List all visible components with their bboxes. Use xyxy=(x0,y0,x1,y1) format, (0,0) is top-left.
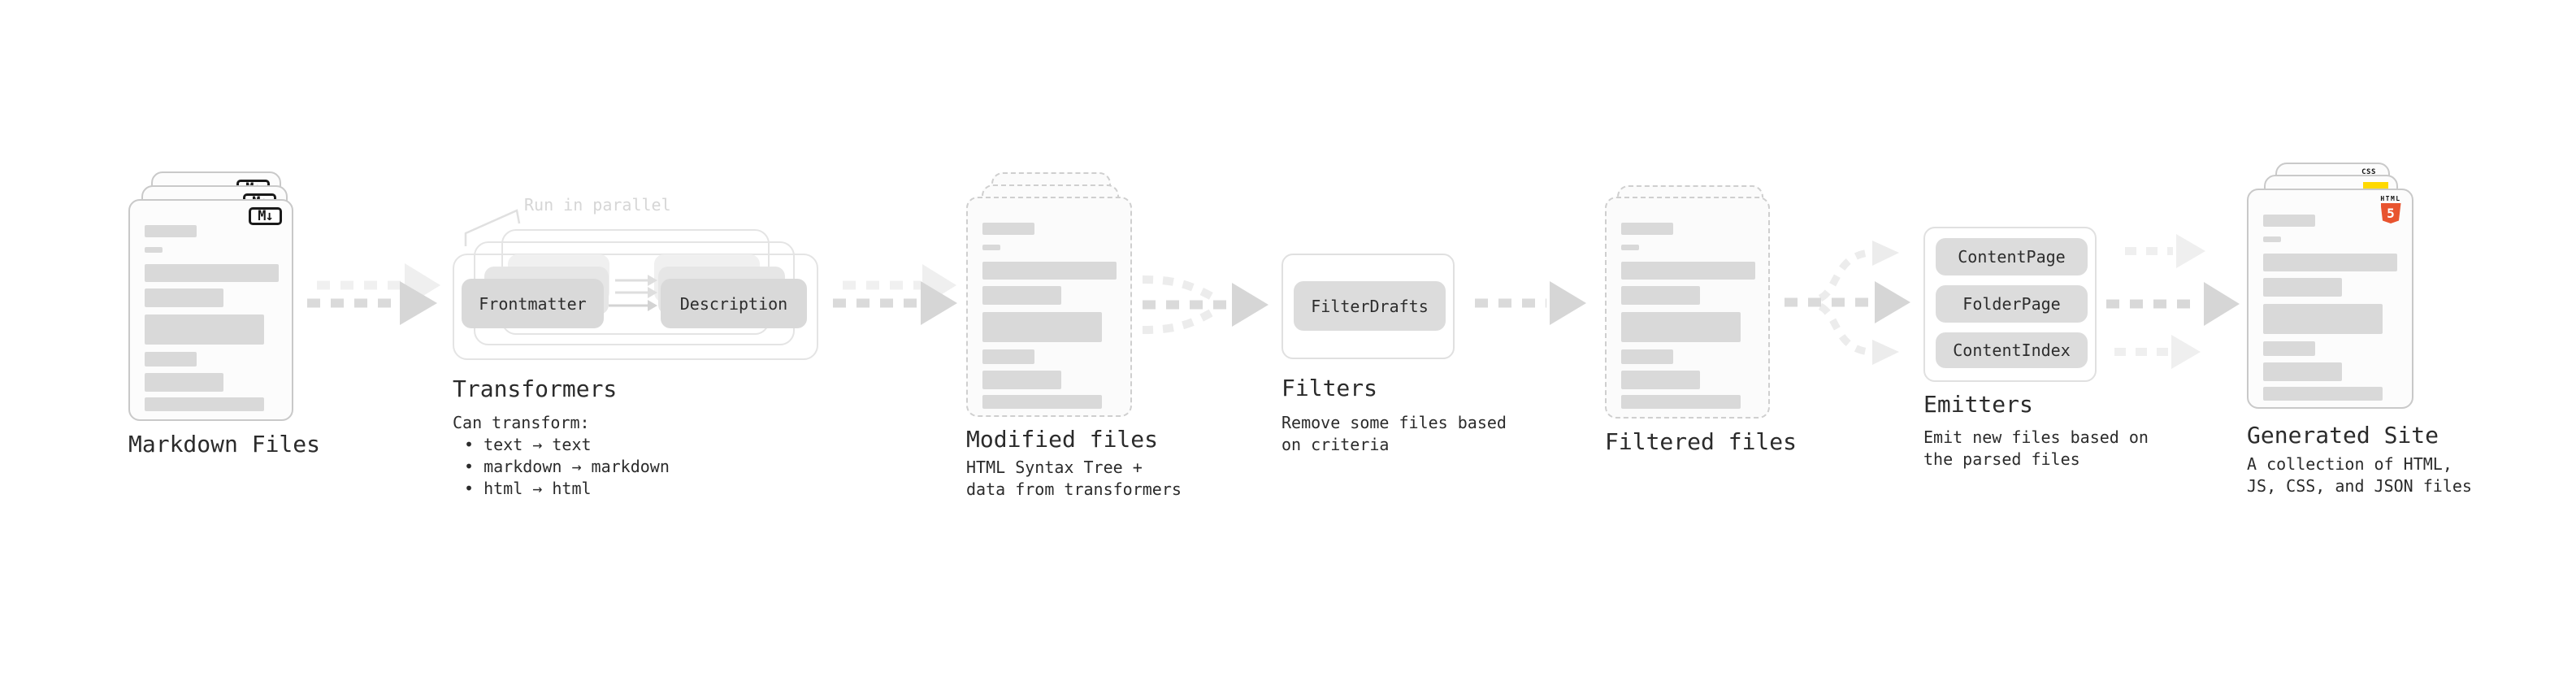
emitters-panel: ContentPage FolderPage ContentIndex xyxy=(1923,227,2097,382)
markdown-icon: M↓ xyxy=(249,207,282,225)
content-placeholder-bar xyxy=(145,314,264,345)
content-placeholder-bar xyxy=(2263,254,2397,271)
content-placeholder-bar xyxy=(982,223,1034,235)
modified-files-label: Modified files xyxy=(966,426,1159,453)
generated-site-label: Generated Site xyxy=(2247,422,2439,449)
filtered-files-label: Filtered files xyxy=(1605,428,1798,455)
markdown-files-stack: M↓ M↓ M↓ xyxy=(128,171,315,421)
content-placeholder-bar xyxy=(982,349,1034,364)
desc-line: data from transformers xyxy=(966,479,1182,499)
content-placeholder-bar xyxy=(145,352,197,367)
content-placeholder-bar xyxy=(1621,223,1673,235)
content-placeholder-bar xyxy=(145,373,223,392)
desc-line: the parsed files xyxy=(1923,449,2080,469)
desc-line: • text → text xyxy=(464,435,592,454)
desc-line: Remove some files based xyxy=(1281,413,1507,432)
arrow-transformers-to-modified xyxy=(833,264,957,325)
arrow-modified-to-filters-merge xyxy=(1142,275,1268,334)
content-placeholder-bar xyxy=(2263,236,2281,242)
content-placeholder-bar xyxy=(982,395,1102,409)
desc-line: Emit new files based on xyxy=(1923,427,2149,447)
transformers-description: Can transform: • text → text • markdown … xyxy=(453,412,670,500)
content-placeholder-bar xyxy=(2263,278,2342,297)
arrow-filters-to-filtered xyxy=(1475,281,1586,325)
content-placeholder-bar xyxy=(982,245,1000,250)
css-badge-text: CSS xyxy=(2361,168,2376,176)
desc-line: JS, CSS, and JSON files xyxy=(2247,476,2472,496)
content-placeholder-bar xyxy=(2263,341,2315,356)
content-placeholder-bar xyxy=(982,371,1061,389)
content-placeholder-bar xyxy=(145,225,197,237)
filtered-files-stack xyxy=(1605,185,1784,419)
content-placeholder-bar xyxy=(145,264,279,282)
filters-panel: FilterDrafts xyxy=(1281,254,1455,359)
folderpage-pill: FolderPage xyxy=(1936,285,2088,323)
content-placeholder-bar xyxy=(2263,362,2342,381)
modified-files-description: HTML Syntax Tree + data from transformer… xyxy=(966,457,1182,501)
modified-file-card-front xyxy=(966,197,1132,417)
description-pill: Description xyxy=(661,279,807,328)
markdown-file-card-front: M↓ xyxy=(128,199,293,421)
generated-site-description: A collection of HTML, JS, CSS, and JSON … xyxy=(2247,453,2472,497)
filterdrafts-pill: FilterDrafts xyxy=(1294,281,1446,331)
html5-icon: HTML 5 xyxy=(2379,195,2403,223)
content-placeholder-bar xyxy=(2263,304,2383,334)
html-file-card: HTML 5 xyxy=(2247,189,2413,409)
contentindex-pill: ContentIndex xyxy=(1936,332,2088,368)
frontmatter-pill: Frontmatter xyxy=(462,279,604,328)
content-placeholder-bar xyxy=(145,247,163,253)
contentpage-pill: ContentPage xyxy=(1936,238,2088,275)
run-in-parallel-annotation: Run in parallel xyxy=(524,195,671,215)
markdown-files-label: Markdown Files xyxy=(128,431,321,458)
content-placeholder-bar xyxy=(1621,262,1755,280)
content-placeholder-bar xyxy=(1621,312,1741,342)
emitters-label: Emitters xyxy=(1923,391,2033,418)
filters-description: Remove some files based on criteria xyxy=(1281,412,1507,456)
content-placeholder-bar xyxy=(1621,349,1673,364)
desc-line: on criteria xyxy=(1281,435,1390,454)
filters-label: Filters xyxy=(1281,375,1378,401)
desc-line: Can transform: xyxy=(453,413,590,432)
content-placeholder-bar xyxy=(2263,215,2315,227)
transformers-label: Transformers xyxy=(453,375,618,402)
arrow-emitters-to-generated xyxy=(2106,234,2240,369)
transformer-box-front xyxy=(453,254,818,360)
filtered-file-card-front xyxy=(1605,197,1770,419)
desc-line: • markdown → markdown xyxy=(464,457,670,476)
desc-line: A collection of HTML, xyxy=(2247,454,2452,474)
transformers-stack: Frontmatter Description xyxy=(453,229,826,360)
content-placeholder-bar xyxy=(1621,245,1639,250)
generated-site-stack: CSS HTML 5 xyxy=(2247,163,2422,409)
content-placeholder-bar xyxy=(1621,371,1700,389)
content-placeholder-bar xyxy=(1621,286,1700,305)
content-placeholder-bar xyxy=(1621,395,1741,409)
content-placeholder-bar xyxy=(145,288,223,307)
content-placeholder-bar xyxy=(982,312,1102,342)
content-placeholder-bar xyxy=(982,286,1061,305)
content-placeholder-bar xyxy=(145,397,264,411)
modified-files-stack xyxy=(966,172,1157,417)
html5-word: HTML xyxy=(2380,195,2401,202)
content-placeholder-bar xyxy=(2263,387,2383,401)
desc-line: HTML Syntax Tree + xyxy=(966,458,1143,477)
arrow-markdown-to-transformers xyxy=(307,263,440,325)
content-placeholder-bar xyxy=(982,262,1117,280)
html5-shield: 5 xyxy=(2380,203,2401,223)
emitters-description: Emit new files based on the parsed files xyxy=(1923,427,2149,471)
desc-line: • html → html xyxy=(464,479,592,498)
arrow-filtered-to-emitters-fanout xyxy=(1785,241,1910,365)
